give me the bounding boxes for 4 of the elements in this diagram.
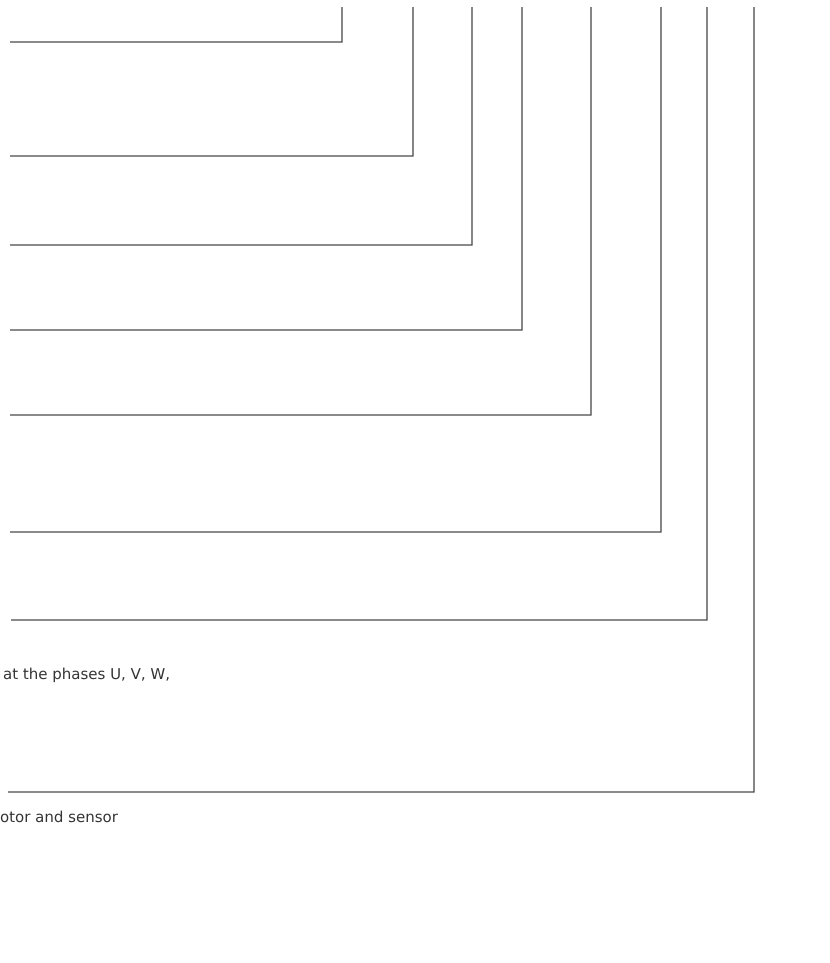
callout-text: otor and sensor — [0, 808, 118, 826]
leader-line — [8, 7, 755, 793]
callout-text: at the phases U, V, W, — [3, 665, 170, 683]
leader-line — [11, 7, 708, 621]
